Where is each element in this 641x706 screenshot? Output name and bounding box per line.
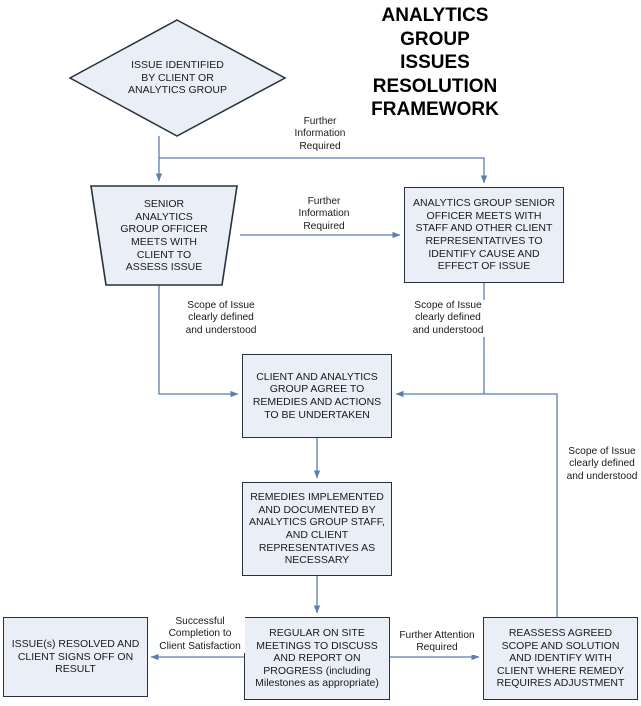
edge-issue-to-officer-meets-staff: [159, 157, 488, 184]
node-senior-officer-meets-client-label: SENIOR ANALYTICS GROUP OFFICER MEETS WIT…: [120, 198, 208, 274]
edge-senior-officer-to-agree-remedies: [158, 285, 239, 398]
node-regular-on-site-meetings-label: REGULAR ON SITE MEETINGS TO DISCUSS AND …: [255, 627, 379, 690]
node-issues-resolved-label: ISSUE(s) RESOLVED AND CLIENT SIGNS OFF O…: [11, 638, 140, 676]
node-remedies-implemented-label: REMEDIES IMPLEMENTED AND DOCUMENTED BY A…: [249, 491, 385, 567]
page-title: ANALYTICS GROUP ISSUES RESOLUTION FRAMEW…: [371, 5, 499, 120]
node-reassess-scope[interactable]: REASSESS AGREED SCOPE AND SOLUTION AND I…: [483, 617, 638, 700]
node-agree-remedies[interactable]: CLIENT AND ANALYTICS GROUP AGREE TO REME…: [242, 354, 392, 438]
edge-label-successful-completion: Successful Completion to Client Satisfac…: [155, 616, 245, 654]
edge-label-scope-far-right: Scope of Issue clearly defined and under…: [563, 446, 641, 484]
edge-reassess-to-agree-remedies: [484, 393, 558, 617]
node-regular-on-site-meetings[interactable]: REGULAR ON SITE MEETINGS TO DISCUSS AND …: [244, 617, 390, 700]
node-senior-officer-meets-client[interactable]: SENIOR ANALYTICS GROUP OFFICER MEETS WIT…: [94, 190, 234, 282]
node-reassess-scope-label: REASSESS AGREED SCOPE AND SOLUTION AND I…: [496, 627, 625, 690]
edge-label-further-info-top: Further Information Required: [262, 116, 378, 154]
node-issues-resolved[interactable]: ISSUE(s) RESOLVED AND CLIENT SIGNS OFF O…: [3, 617, 148, 697]
node-issue-identified[interactable]: ISSUE IDENTIFIED BY CLIENT OR ANALYTICS …: [90, 45, 265, 111]
edge-label-scope-right: Scope of Issue clearly defined and under…: [390, 300, 506, 338]
issue-identified-diamond: [68, 19, 287, 137]
edge-label-further-info-middle: Further Information Required: [266, 196, 382, 234]
node-officer-meets-staff-label: ANALYTICS GROUP SENIOR OFFICER MEETS WIT…: [413, 197, 555, 273]
edge-label-further-attention: Further Attention Required: [393, 630, 481, 655]
node-officer-meets-staff[interactable]: ANALYTICS GROUP SENIOR OFFICER MEETS WIT…: [404, 187, 564, 283]
node-issue-identified-label: ISSUE IDENTIFIED BY CLIENT OR ANALYTICS …: [128, 59, 227, 97]
senior-officer-trapezoid: [90, 185, 238, 286]
node-agree-remedies-label: CLIENT AND ANALYTICS GROUP AGREE TO REME…: [252, 370, 382, 421]
edge-label-scope-left: Scope of Issue clearly defined and under…: [163, 300, 279, 338]
node-remedies-implemented[interactable]: REMEDIES IMPLEMENTED AND DOCUMENTED BY A…: [242, 482, 392, 576]
